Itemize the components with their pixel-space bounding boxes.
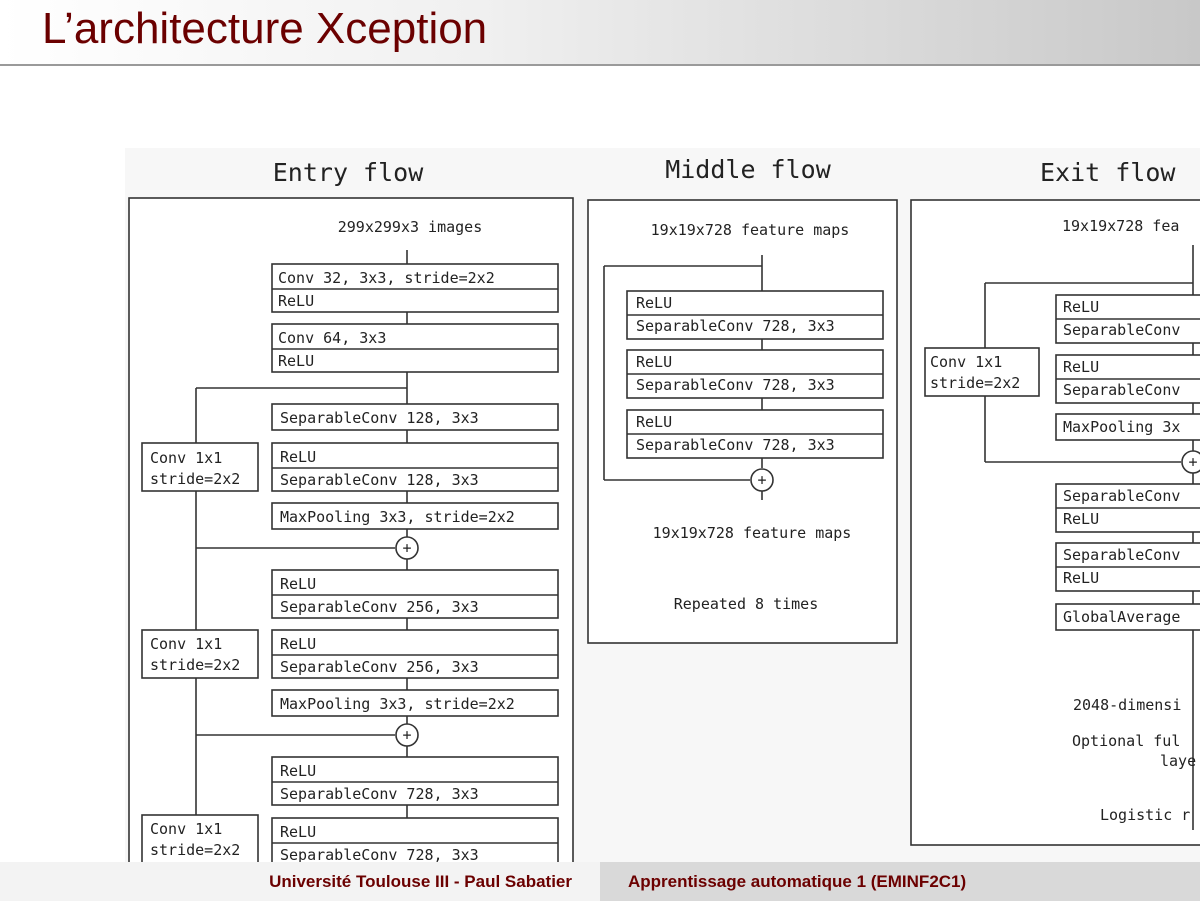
entry-conv32-label: Conv 32, 3x3, stride=2x2 [278,269,495,287]
exit-optional-label-2: laye [1160,752,1196,770]
middle-repeat-label: Repeated 8 times [674,595,819,613]
slide-footer: Université Toulouse III - Paul Sabatier … [0,862,1200,901]
exit-maxpool-label: MaxPooling 3x [1063,418,1180,436]
middle-sep3-label: SeparableConv 728, 3x3 [636,436,835,454]
entry-sep128b-label: SeparableConv 128, 3x3 [280,471,479,489]
exit-relu3-label: ReLU [1063,510,1099,528]
entry-skip2-label-1: Conv 1x1 [150,635,222,653]
entry-conv64-label: Conv 64, 3x3 [278,329,386,347]
entry-input-label: 299x299x3 images [338,218,483,236]
entry-skip1-label-2: stride=2x2 [150,470,240,488]
entry-skip3-box [141,814,259,862]
exit-vec-label: 2048-dimensi [1073,696,1181,714]
entry-add1-icon [395,536,419,560]
entry-maxpool2-label: MaxPooling 3x3, stride=2x2 [280,695,515,713]
entry-flow-title: Entry flow [273,158,424,187]
entry-sep256a-label: SeparableConv 256, 3x3 [280,598,479,616]
footer-left-panel: Université Toulouse III - Paul Sabatier [0,862,600,901]
entry-maxpool1-box [271,502,559,530]
entry-sep728a-label: SeparableConv 728, 3x3 [280,785,479,803]
entry-relu-sep728a-box [271,756,559,806]
exit-sep4-label: SeparableConv [1063,546,1180,564]
entry-relu6-label: ReLU [280,762,316,780]
footer-institution: Université Toulouse III - Paul Sabatier [269,872,572,891]
exit-sep1-label: SeparableConv [1063,321,1180,339]
entry-relu-sep256a-box [271,569,559,619]
entry-relu1-label: ReLU [278,292,314,310]
footer-right-panel: Apprentissage automatique 1 (EMINF2C1) [600,862,1200,901]
middle-relu1-label: ReLU [636,294,672,312]
entry-relu-sep728b-box [271,817,559,862]
exit-relu1-label: ReLU [1063,298,1099,316]
entry-maxpool1-label: MaxPooling 3x3, stride=2x2 [280,508,515,526]
exit-maxpool-box [1055,413,1200,441]
exit-logistic-label: Logistic r [1100,806,1190,824]
exit-gap-label: GlobalAverage [1063,608,1180,626]
entry-skip1-label-1: Conv 1x1 [150,449,222,467]
exit-skip-label-1: Conv 1x1 [930,353,1002,371]
exit-add-icon [1181,450,1200,474]
exit-sep3-label: SeparableConv [1063,487,1180,505]
middle-relu3-label: ReLU [636,413,672,431]
entry-add2-symbol: + [402,726,411,744]
entry-add2-icon [395,723,419,747]
middle-add-symbol: + [757,471,766,489]
slide-header: L’architecture Xception [0,0,1200,66]
entry-add1-symbol: + [402,539,411,557]
exit-skip-box [924,347,1040,397]
middle-sep2-label: SeparableConv 728, 3x3 [636,376,835,394]
exit-input-label: 19x19x728 fea [1062,217,1179,235]
exit-gap-box [1055,603,1200,631]
footer-course: Apprentissage automatique 1 (EMINF2C1) [628,872,967,891]
entry-relu3-label: ReLU [280,448,316,466]
entry-relu4-label: ReLU [280,575,316,593]
entry-skip3-label-1: Conv 1x1 [150,820,222,838]
entry-conv64-box [271,323,559,373]
entry-skip3-label-2: stride=2x2 [150,841,240,859]
entry-sep256b-label: SeparableConv 256, 3x3 [280,658,479,676]
exit-skip-label-2: stride=2x2 [930,374,1020,392]
middle-input-label: 19x19x728 feature maps [651,221,850,239]
entry-relu2-label: ReLU [278,352,314,370]
entry-relu-sep256b-box [271,629,559,679]
entry-sep728b-label: SeparableConv 728, 3x3 [280,846,479,864]
middle-relu2-label: ReLU [636,353,672,371]
exit-relu4-label: ReLU [1063,569,1099,587]
entry-skip2-label-2: stride=2x2 [150,656,240,674]
entry-relu7-label: ReLU [280,823,316,841]
entry-sep128a-label: SeparableConv 128, 3x3 [280,409,479,427]
entry-skip2-box [141,629,259,679]
entry-conv32-box [271,263,559,313]
exit-optional-label-1: Optional ful [1072,732,1180,750]
middle-output-label: 19x19x728 feature maps [653,524,852,542]
entry-relu5-label: ReLU [280,635,316,653]
entry-maxpool2-box [271,689,559,717]
exit-flow-title: Exit flow [1040,158,1176,187]
middle-flow-title: Middle flow [665,155,832,184]
exit-sep2-label: SeparableConv [1063,381,1180,399]
middle-sep1-label: SeparableConv 728, 3x3 [636,317,835,335]
entry-skip1-box [141,442,259,492]
entry-relu-sep128b-box [271,442,559,492]
exit-add-symbol: + [1188,453,1197,471]
entry-sep128a-box [271,403,559,431]
slide-title: L’architecture Xception [42,4,488,53]
exit-relu2-label: ReLU [1063,358,1099,376]
